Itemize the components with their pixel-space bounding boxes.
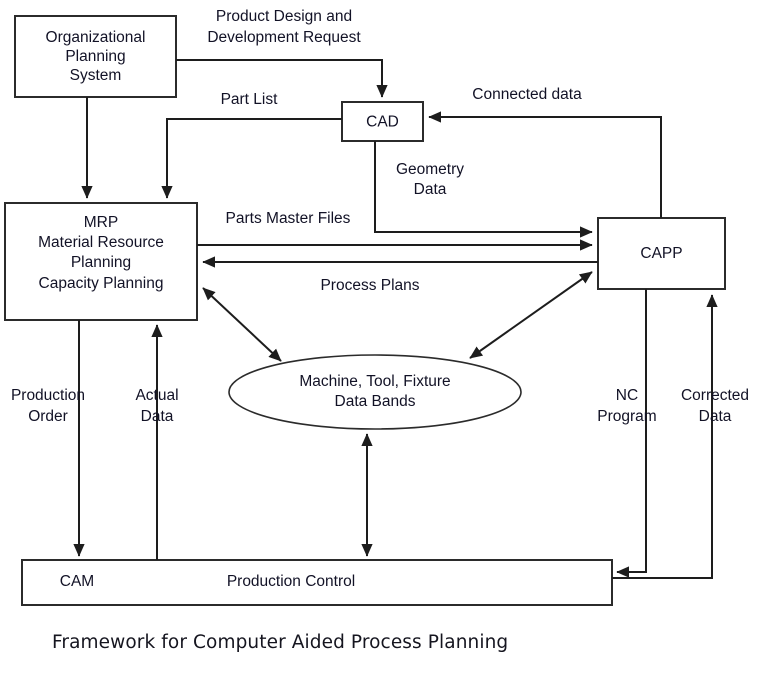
edge-production-order: Production Order xyxy=(11,320,85,557)
node-ops-label-line3: System xyxy=(70,67,122,84)
edge-connected-data-line xyxy=(428,111,662,218)
node-cad[interactable]: CAD xyxy=(341,101,424,142)
node-cam-label: CAM xyxy=(60,573,94,590)
edge-connected-data-label: Connected data xyxy=(472,86,582,103)
edge-parts-master-files: Parts Master Files xyxy=(197,210,593,251)
edge-part-list: Part List xyxy=(161,91,342,199)
edge-connected-data: Connected data xyxy=(428,86,662,218)
edge-process-plans: Process Plans xyxy=(202,256,598,294)
edge-geometry-data-label-line1: Geometry xyxy=(396,161,464,178)
node-production-control-label: Production Control xyxy=(227,573,355,590)
node-mrp-label-line2: Material Resource xyxy=(38,234,164,251)
edge-actual-data-label-line2: Data xyxy=(141,408,174,425)
edge-capp-data-bands xyxy=(469,271,593,359)
figure-caption: Framework for Computer Aided Process Pla… xyxy=(52,632,509,653)
node-ops-label-line1: Organizational xyxy=(46,29,146,46)
edge-capp-data-bands-line xyxy=(469,271,593,359)
edge-part-list-line xyxy=(161,118,342,199)
edge-parts-master-files-label: Parts Master Files xyxy=(226,210,351,227)
node-mrp-label-line1: MRP xyxy=(84,214,118,231)
edge-production-order-label-line2: Order xyxy=(28,408,68,425)
edge-product-design-request-label-line2: Development Request xyxy=(207,29,361,46)
node-cam-production-control-bar[interactable]: CAM Production Control xyxy=(21,559,613,606)
node-bottom-bar-box xyxy=(21,559,613,606)
edge-nc-program-label-line1: NC xyxy=(616,387,638,404)
node-capp-label: CAPP xyxy=(640,245,682,262)
node-cad-box xyxy=(341,101,424,142)
edge-nc-program-label-line2: Program xyxy=(597,408,656,425)
node-organizational-planning-system[interactable]: Organizational Planning System xyxy=(14,15,177,98)
node-data-bands[interactable]: Machine, Tool, Fixture Data Bands xyxy=(228,354,522,430)
edge-corrected-data-label-line1: Corrected xyxy=(681,387,749,404)
edge-geometry-data-line xyxy=(374,141,593,238)
edge-production-order-label-line1: Production xyxy=(11,387,85,404)
node-cad-label: CAD xyxy=(366,114,399,131)
node-ops-label-line2: Planning xyxy=(65,48,125,65)
edge-geometry-data: Geometry Data xyxy=(374,141,593,238)
node-ops-box xyxy=(14,15,177,98)
node-mrp-label-line4: Capacity Planning xyxy=(39,275,164,292)
edge-mrp-data-bands xyxy=(202,287,282,362)
node-data-bands-label-line1: Machine, Tool, Fixture xyxy=(299,373,450,390)
edge-geometry-data-label-line2: Data xyxy=(414,181,447,198)
node-data-bands-label-line2: Data Bands xyxy=(335,393,416,410)
edge-actual-data: Actual Data xyxy=(135,324,179,560)
node-data-bands-ellipse xyxy=(228,354,522,430)
edge-process-plans-label: Process Plans xyxy=(320,277,419,294)
edge-corrected-data-line xyxy=(612,294,718,579)
node-mrp-label-line3: Planning xyxy=(71,254,131,271)
edge-actual-data-label-line1: Actual xyxy=(135,387,178,404)
edge-corrected-data: Corrected Data xyxy=(612,294,749,579)
edge-product-design-request-line xyxy=(176,59,388,98)
node-capp[interactable]: CAPP xyxy=(597,217,726,290)
edge-part-list-label: Part List xyxy=(221,91,279,108)
node-mrp-box xyxy=(4,202,198,321)
node-capp-box xyxy=(597,217,726,290)
node-mrp[interactable]: MRP Material Resource Planning Capacity … xyxy=(4,202,198,321)
edge-nc-program: NC Program xyxy=(597,289,657,578)
edge-product-design-request: Product Design and Development Request xyxy=(176,8,388,98)
edge-mrp-data-bands-line xyxy=(202,287,282,362)
edge-nc-program-line xyxy=(616,289,647,578)
edge-product-design-request-label-line1: Product Design and xyxy=(216,8,352,25)
edge-corrected-data-label-line2: Data xyxy=(699,408,732,425)
